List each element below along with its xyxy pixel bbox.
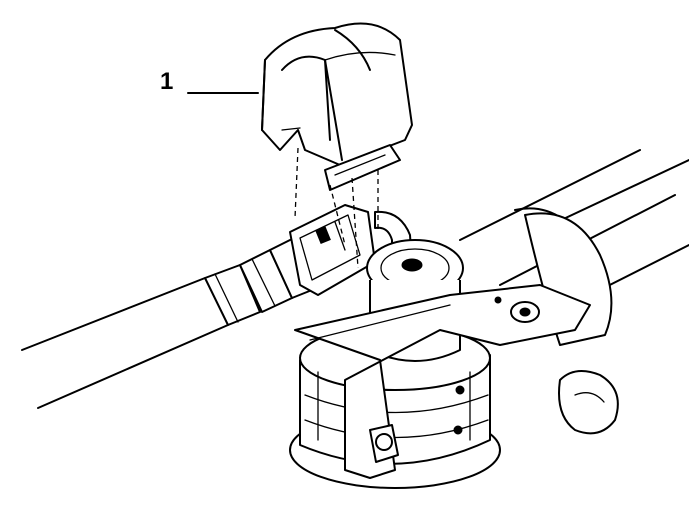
assembly-guide-lines bbox=[294, 147, 379, 269]
mounting-bracket bbox=[294, 284, 591, 479]
hose-cable bbox=[21, 234, 313, 409]
clip-cover bbox=[261, 22, 413, 191]
callout-label-1: 1 bbox=[160, 68, 174, 95]
right-knuckle bbox=[558, 370, 619, 435]
background-shaft bbox=[459, 149, 689, 346]
